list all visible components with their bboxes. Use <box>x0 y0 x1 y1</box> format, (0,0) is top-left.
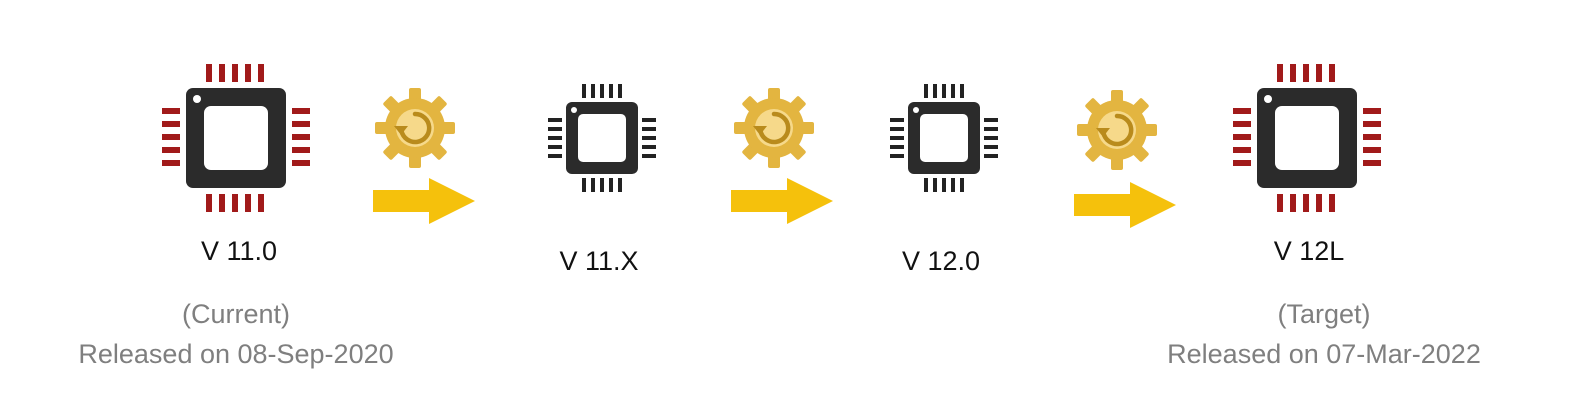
version-label-v12-0: V 12.0 <box>901 246 981 276</box>
arrow-right-icon <box>731 178 833 229</box>
chip-icon-v12-0 <box>888 82 1000 194</box>
chip-icon-v12l <box>1231 62 1383 214</box>
version-label-v12l: V 12L <box>1273 236 1345 266</box>
release-date-current: Released on 08-Sep-2020 <box>78 339 394 369</box>
gear-refresh-icon <box>732 86 816 170</box>
version-label-v11-x: V 11.X <box>559 246 639 276</box>
arrow-right-icon <box>1074 182 1176 233</box>
status-label-current: (Current) <box>181 299 291 329</box>
gear-refresh-icon <box>1075 88 1159 172</box>
release-note-current: (Current) Released on 08-Sep-2020 <box>78 294 393 374</box>
release-date-target: Released on 07-Mar-2022 <box>1167 339 1481 369</box>
release-note-target: (Target) Released on 07-Mar-2022 <box>1167 294 1481 374</box>
gear-refresh-icon <box>373 86 457 170</box>
chip-icon-v11-x <box>546 82 658 194</box>
chip-icon-v11-0 <box>160 62 312 214</box>
arrow-right-icon <box>373 178 475 229</box>
status-label-target: (Target) <box>1277 299 1371 329</box>
version-label-v11-0: V 11.0 <box>200 236 278 266</box>
